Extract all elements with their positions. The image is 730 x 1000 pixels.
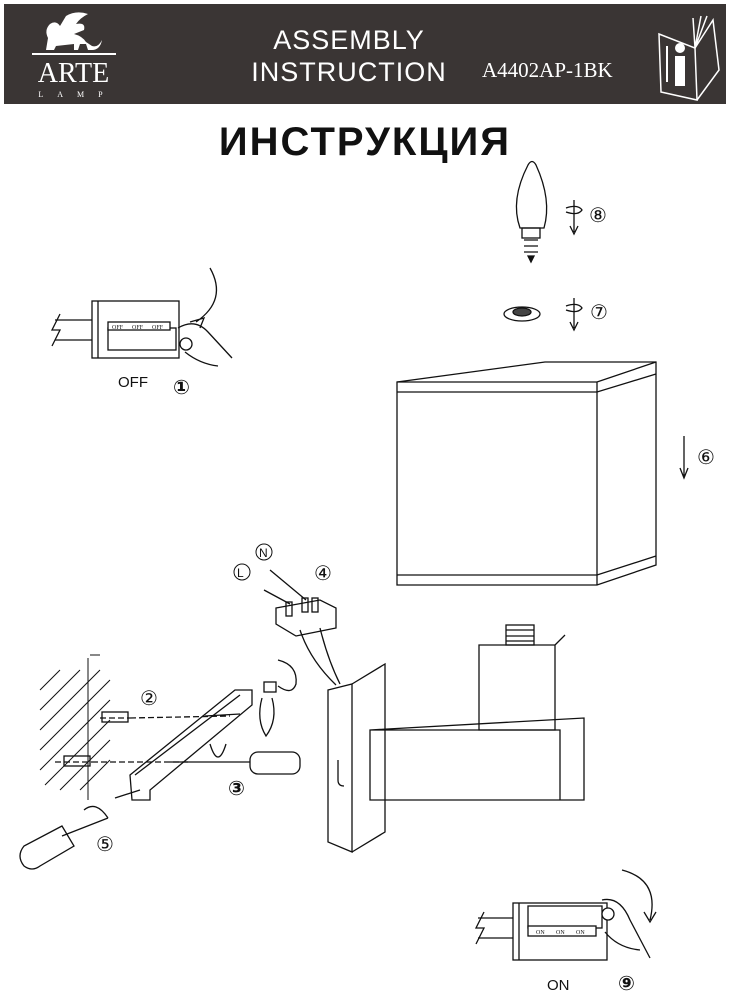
candle-bulb-illustration (515, 160, 548, 264)
on-label: ON (547, 977, 570, 994)
header-banner: ARTE LAMP ASSEMBLY INSTRUCTION A4402AP-1… (4, 4, 726, 104)
breaker-on-illustration (474, 869, 657, 961)
live-wire-label: L (237, 566, 244, 580)
mounting-bracket-illustration (55, 659, 297, 801)
neutral-wire-label: N (259, 546, 268, 560)
screwdriver-illustration (19, 751, 301, 870)
header-title-line2: INSTRUCTION (251, 57, 447, 87)
arrow-down-icon (679, 436, 689, 480)
step-5-number: ⑤ (96, 832, 114, 856)
switch-label-on: ON (576, 930, 585, 936)
lamp-shade-illustration (396, 361, 657, 586)
header-title: ASSEMBLY INSTRUCTION (234, 24, 464, 88)
step-7-number: ⑦ (590, 300, 608, 324)
lamp-body-illustration (327, 624, 585, 853)
switch-label-on: ON (556, 930, 565, 936)
model-number: A4402AP-1BK (482, 58, 613, 82)
header-title-line1: ASSEMBLY (273, 25, 425, 55)
terminal-block-illustration (263, 569, 341, 686)
wall-hatching (39, 654, 111, 800)
brand-logo: ARTE LAMP (26, 10, 121, 102)
arrow-down-icon (569, 200, 579, 236)
lock-ring-illustration (503, 306, 541, 322)
switch-label-on: ON (536, 930, 545, 936)
breaker-off-illustration (50, 267, 233, 367)
brand-name: ARTE (37, 58, 110, 89)
brand-subtitle: LAMP (38, 90, 117, 99)
step-2-number: ② (140, 686, 158, 710)
switch-label-off: OFF (152, 325, 164, 331)
step-4-number: ④ (314, 561, 332, 585)
switch-label-off: OFF (112, 325, 124, 331)
switch-label-off: OFF (132, 325, 144, 331)
step-6-number: ⑥ (697, 445, 715, 469)
step-3-number: ③ (228, 776, 245, 800)
manual-info-icon (658, 15, 720, 101)
page-title: ИНСТРУКЦИЯ (218, 120, 512, 164)
step-1-number: ① (173, 375, 190, 399)
off-label: OFF (118, 374, 148, 391)
step-9-number: ⑨ (618, 971, 635, 995)
winged-lion-icon (32, 12, 116, 55)
step-8-number: ⑧ (589, 203, 607, 227)
